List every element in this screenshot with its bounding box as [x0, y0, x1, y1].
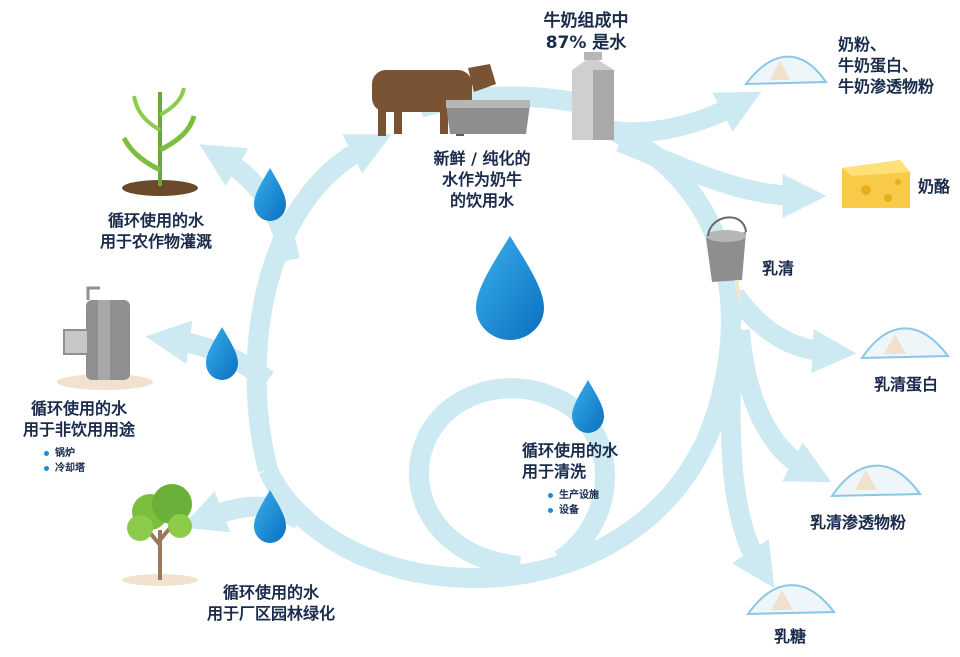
powder-line3: 牛奶渗透物粉	[838, 77, 935, 96]
cleaning-line1: 循环使用的水	[522, 441, 619, 460]
landscape-label: 循环使用的水 用于厂区园林绿化	[186, 582, 356, 624]
nonpotable-bullets: 锅炉 冷却塔	[44, 446, 85, 476]
powder-pile-icon	[743, 55, 828, 86]
milk-composition-line1: 牛奶组成中	[543, 11, 629, 31]
landscape-line1: 循环使用的水	[222, 583, 319, 602]
whey-permeate-label: 乳清渗透物粉	[810, 513, 907, 532]
flow-to-whey-protein	[726, 289, 857, 374]
water-trough-icon	[446, 100, 530, 134]
bullet-cooling-tower: 冷却塔	[44, 461, 85, 476]
cleaning-line2: 用于清洗	[522, 462, 587, 481]
whey-label: 乳清	[762, 259, 795, 278]
powder-pile-icon	[830, 464, 922, 498]
bullet-boiler: 锅炉	[44, 446, 85, 461]
cheese-icon	[842, 160, 910, 208]
cheese-label: 奶酪	[918, 177, 951, 196]
drop-landscape-icon	[254, 490, 286, 543]
drop-nonpotable-icon	[206, 327, 238, 380]
tree-icon	[122, 484, 198, 586]
drop-cleaning-icon	[572, 380, 604, 433]
bucket-icon	[706, 216, 747, 301]
powder-pile-icon	[860, 327, 950, 360]
bullet-equipment-text: 设备	[559, 505, 579, 516]
nonpotable-line1: 循环使用的水	[30, 399, 127, 418]
lactose-label: 乳糖	[774, 627, 807, 646]
whey-protein-label: 乳清蛋白	[874, 375, 939, 394]
powder-products-label: 奶粉、 牛奶蛋白、 牛奶渗透物粉	[838, 34, 934, 97]
cleaning-bullets: 生产设施 设备	[548, 488, 599, 518]
milk-composition-label: 牛奶组成中 87% 是水	[536, 10, 636, 54]
cleaning-label: 循环使用的水 用于清洗	[522, 440, 618, 482]
bullet-equipment: 设备	[548, 503, 599, 518]
cow-water-line1: 新鲜 / 纯化的	[433, 149, 531, 168]
crops-label: 循环使用的水 用于农作物灌溉	[76, 210, 236, 252]
cow-water-line2: 水作为奶牛	[441, 170, 522, 189]
flow-to-lactose	[720, 339, 775, 589]
milk-composition-line2: 87% 是水	[545, 33, 627, 53]
crops-line1: 循环使用的水	[107, 211, 204, 230]
flow-to-landscape	[181, 491, 306, 533]
crops-line2: 用于农作物灌溉	[99, 232, 212, 251]
milk-carton-icon	[572, 52, 614, 140]
powder-line1: 奶粉、	[838, 35, 887, 54]
corn-plant-icon	[121, 87, 198, 196]
bullet-facility-text: 生产设施	[559, 490, 599, 501]
cow-water-label: 新鲜 / 纯化的 水作为奶牛 的饮用水	[412, 148, 552, 211]
center-drop-icon	[476, 236, 544, 340]
nonpotable-line2: 用于非饮用用途	[22, 420, 135, 439]
powder-pile-icon	[746, 584, 836, 616]
boiler-icon	[57, 286, 153, 390]
flow-arrows	[145, 86, 857, 589]
bullet-facility: 生产设施	[548, 488, 599, 503]
powder-line2: 牛奶蛋白、	[838, 56, 919, 75]
landscape-line2: 用于厂区园林绿化	[206, 604, 335, 623]
nonpotable-label: 循环使用的水 用于非饮用用途	[4, 398, 154, 440]
flow-to-permeate	[730, 329, 832, 483]
drop-crops-icon	[254, 168, 286, 221]
bullet-boiler-text: 锅炉	[55, 448, 75, 459]
flow-bottom-arc	[258, 397, 730, 589]
bullet-cooling-tower-text: 冷却塔	[55, 463, 85, 474]
flow-inner-loop	[408, 378, 615, 576]
water-drops	[206, 168, 604, 543]
cow-water-line3: 的饮用水	[449, 191, 514, 210]
flow-left-side	[246, 134, 392, 473]
